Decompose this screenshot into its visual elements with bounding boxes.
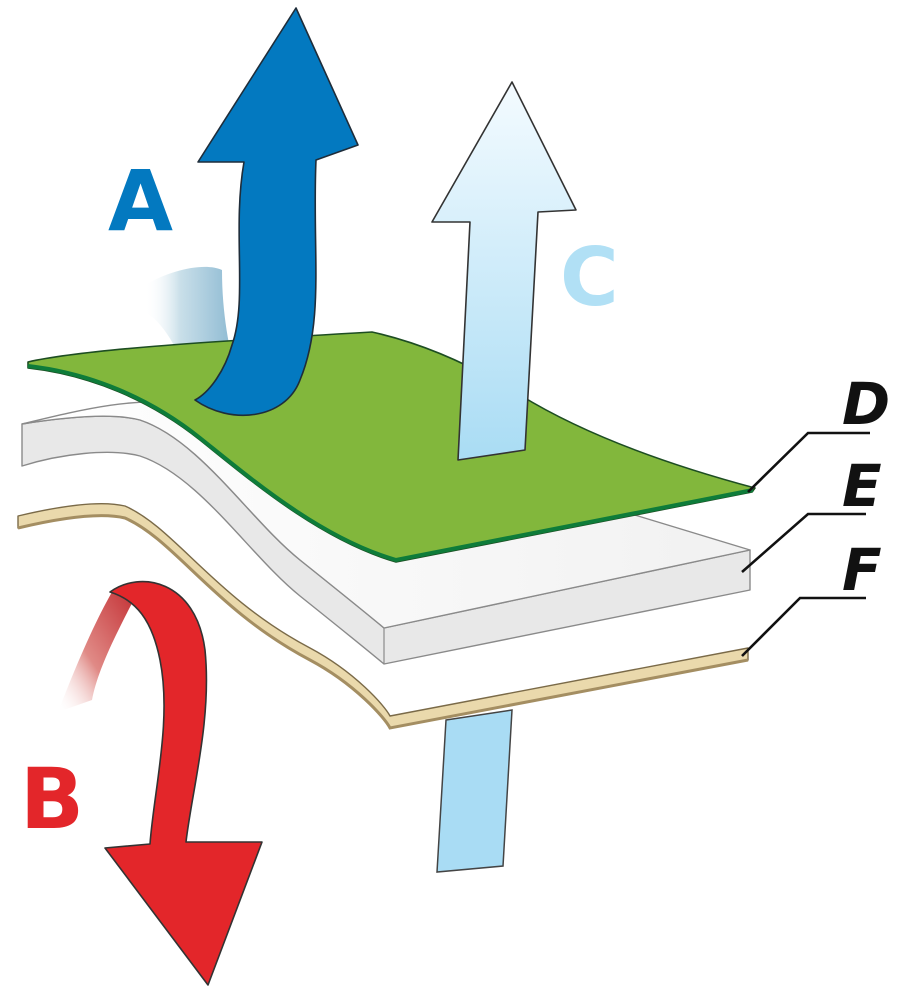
- leader-d: [747, 431, 870, 493]
- label-d: D: [842, 370, 890, 438]
- layer-f: [17, 502, 749, 730]
- label-a: A: [108, 152, 173, 250]
- leader-f: [741, 596, 866, 657]
- arrow-c-tail: [436, 709, 513, 873]
- curved-up-arrow-icon: [194, 7, 359, 417]
- straight-up-arrow-icon: [431, 81, 577, 461]
- curved-down-arrow-icon: [58, 580, 263, 986]
- leader-lines: [741, 431, 870, 657]
- label-b: B: [20, 750, 84, 848]
- label-f: F: [842, 536, 882, 604]
- label-c: C: [560, 231, 619, 324]
- label-e: E: [842, 452, 882, 520]
- leader-e: [741, 512, 866, 573]
